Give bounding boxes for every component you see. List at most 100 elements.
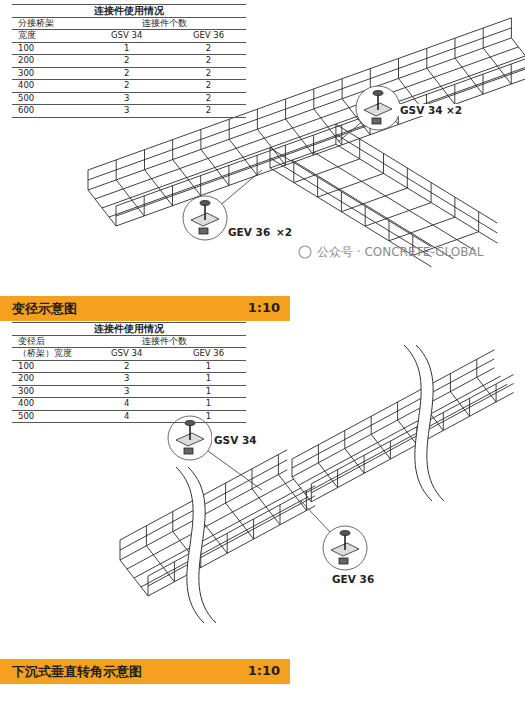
table-row: 50041 <box>12 410 246 423</box>
table-cell: 分接桥架 <box>12 17 82 30</box>
quantity: ×2 <box>444 104 464 116</box>
table-value: 400 <box>18 398 34 408</box>
table-value: 2 <box>206 93 211 103</box>
table-cell: 连接件个数 <box>82 17 246 30</box>
table-row: 连接件使用情况 <box>12 5 246 18</box>
table-cell: 2 <box>82 80 171 93</box>
table-cell: 3 <box>82 92 171 105</box>
table-cell: 3 <box>82 385 171 398</box>
table-row: 连接件使用情况 <box>12 323 246 336</box>
table-row: 300 3 1 <box>12 385 246 398</box>
table-value: 3 <box>124 105 129 115</box>
table-row: 变径后 连接件个数 <box>12 335 246 348</box>
table-cell: 1 <box>171 373 246 386</box>
section-title: 变径示意图 <box>12 300 77 318</box>
table-value: 200 <box>18 373 34 383</box>
break-line <box>404 345 432 501</box>
table-body: 连接件使用情况变径后 连接件个数 （桥架）宽度 GSV 34 GEV 36 100 2 1 20… <box>12 323 246 423</box>
table-cell: 2 <box>171 55 246 68</box>
break-line <box>188 467 216 623</box>
table-value: 1 <box>124 43 129 53</box>
nut <box>339 558 348 564</box>
table-value: 2 <box>206 55 211 65</box>
table-cell: 100 <box>12 360 82 373</box>
nut <box>184 448 193 454</box>
table-row: 300 2 2 <box>12 67 246 80</box>
table-cell: 500 <box>12 92 82 105</box>
table-cell: 2 <box>171 80 246 93</box>
table-cell: GEV 36 <box>171 30 246 43</box>
quantity: ×2 <box>276 226 292 238</box>
table-row: 100 2 1 <box>12 360 246 373</box>
table-cell: 连接件使用情况 <box>12 323 246 336</box>
part-code: GEV 36 <box>330 573 376 585</box>
table-cell: 1 <box>171 410 246 423</box>
table-cell: 300 <box>12 385 82 398</box>
part-code: GSV 34 <box>398 104 445 116</box>
table-cell: 连接件使用情况 <box>12 5 246 18</box>
table-cell: GSV 34 <box>82 348 171 361</box>
bolt <box>189 424 191 440</box>
table-header: （桥架）宽度 <box>18 348 72 358</box>
table-cell: 2 <box>171 92 246 105</box>
table-value: 2 <box>124 68 129 78</box>
wire-mesh-tray <box>292 350 514 502</box>
nut <box>372 118 381 124</box>
table-cell: 1 <box>171 385 246 398</box>
title-band: 变径示意图1:10 <box>0 296 290 321</box>
break-gap <box>410 345 438 501</box>
table-cell: 1 <box>171 398 246 411</box>
part-code: GEV 36 <box>226 226 272 238</box>
table-cell: （桥架）宽度 <box>12 348 82 361</box>
watermark: 公众号 · CONCRETE-GLOBAL <box>315 244 485 261</box>
table-value: 200 <box>18 55 34 65</box>
watermark: 公众号 · CONCRETE-GLOBAL <box>317 245 483 259</box>
section-title: 下沉式垂直转角示意图 <box>12 663 142 681</box>
table-cell: 400 <box>12 80 82 93</box>
table-row: 40022 <box>12 80 246 93</box>
bolt <box>204 204 206 220</box>
detail-circle <box>356 86 400 130</box>
table-value: 2 <box>124 361 129 371</box>
table-header: 分接桥架 <box>18 18 54 28</box>
table-cell: 宽度 <box>12 30 82 43</box>
detail-circle <box>168 416 212 460</box>
table-header: 变径后 <box>18 336 45 346</box>
table-cell: 3 <box>82 105 171 118</box>
table-cell: 连接件个数 <box>82 335 246 348</box>
table-header: GEV 36 <box>193 348 224 358</box>
table-value: 1 <box>206 398 211 408</box>
break-gap <box>182 467 210 623</box>
table-cell: 200 <box>12 373 82 386</box>
part-code: GSV 34 <box>212 434 259 446</box>
table-cell: 1 <box>171 360 246 373</box>
table-value: 3 <box>124 373 129 383</box>
wire-mesh-tray <box>88 18 525 226</box>
table-row: （桥架）宽度 GSV 34 GEV 36 <box>12 348 246 361</box>
table-row: 400 4 1 <box>12 398 246 411</box>
table-row: 分接桥架 连接件个数 <box>12 17 246 30</box>
table-value: 1 <box>206 373 211 383</box>
table-cell: 2 <box>82 55 171 68</box>
bolt-head <box>185 421 195 426</box>
table-row: 500 3 2 <box>12 92 246 105</box>
table-value: 1 <box>206 361 211 371</box>
table-cell: GSV 34 <box>82 30 171 43</box>
table-row: 10012 <box>12 42 246 55</box>
table-cell: GEV 36 <box>171 348 246 361</box>
table-row: 60032 <box>12 105 246 118</box>
table-cell: 3 <box>82 373 171 386</box>
table-value: 2 <box>206 68 211 78</box>
table-cell: 2 <box>171 42 246 55</box>
table-cell: 600 <box>12 105 82 118</box>
table-cell: 4 <box>82 398 171 411</box>
quantity: ×2 <box>446 104 462 116</box>
table-value: 300 <box>18 386 34 396</box>
detail-circle <box>323 526 367 570</box>
table-grid: 连接件使用情况分接桥架连接件个数宽度GSV 34GEV 361001220022… <box>12 4 246 118</box>
table-cell: 200 <box>12 55 82 68</box>
bolt-head <box>200 201 210 206</box>
table-value: 3 <box>124 93 129 103</box>
table-value: 3 <box>124 386 129 396</box>
table-cell: 300 <box>12 67 82 80</box>
